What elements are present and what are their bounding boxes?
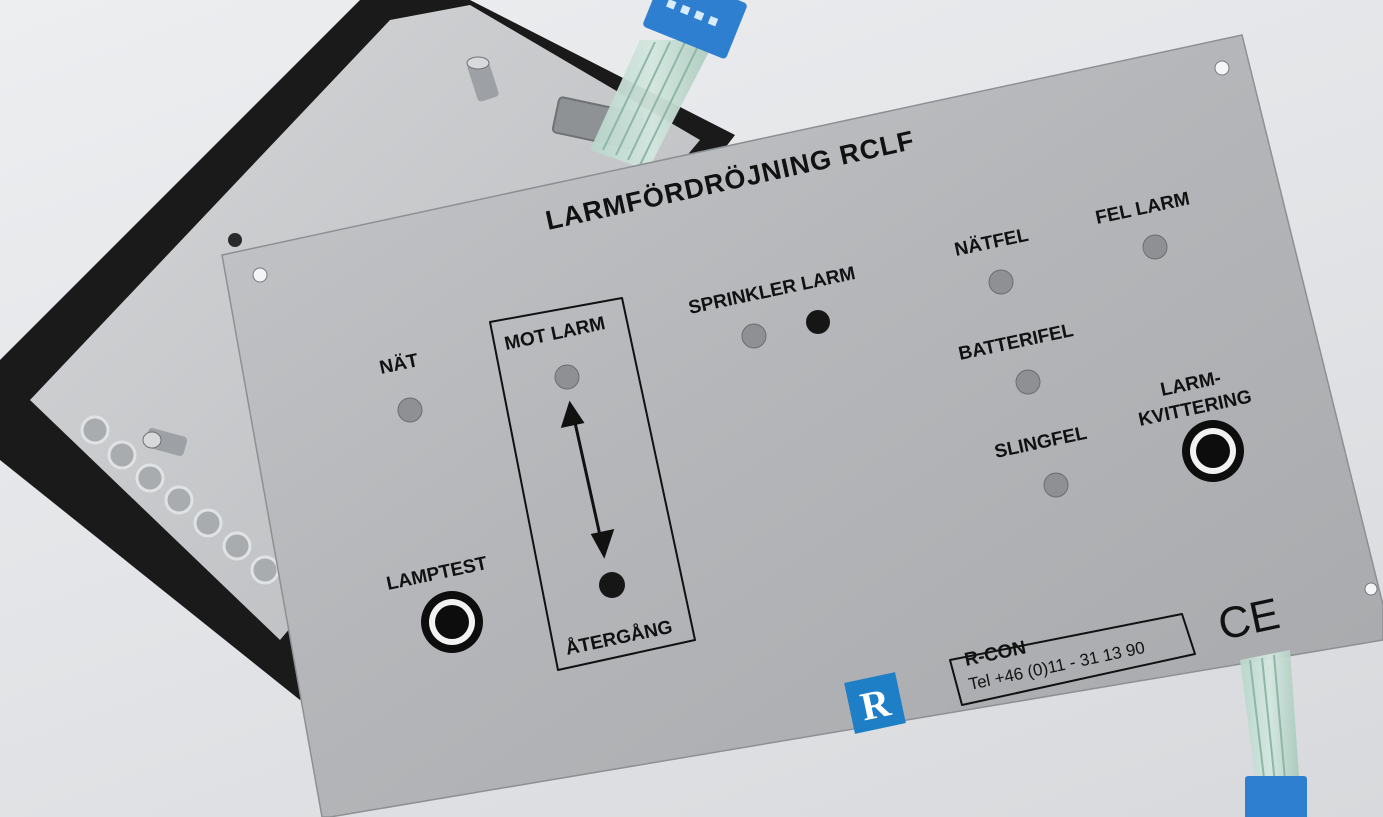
led-mot-larm xyxy=(554,364,580,390)
larm-kvittering-button[interactable] xyxy=(1182,420,1244,482)
top-ribbon-cable xyxy=(590,0,747,170)
mot-larm-frame xyxy=(489,297,696,671)
back-panel-screw-hole xyxy=(228,233,242,247)
led-sprinkler-1 xyxy=(741,323,767,349)
led-atergang xyxy=(599,572,625,598)
led-batterifel xyxy=(1015,369,1041,395)
front-panel: LARMFÖRDRÖJNING RCLF NÄT MOT LARM ÅTERGÅ… xyxy=(221,34,1383,817)
mounting-hole xyxy=(1364,582,1378,596)
led-natfel xyxy=(988,269,1014,295)
contact-frame xyxy=(949,613,1196,706)
lamptest-button[interactable] xyxy=(421,591,483,653)
standoff-left xyxy=(142,428,188,456)
back-panel-hole-row xyxy=(80,415,280,585)
mounting-hole xyxy=(1214,60,1230,76)
ribbon-connector-bottom xyxy=(1245,776,1307,817)
mounting-hole xyxy=(252,267,268,283)
front-panel-plate xyxy=(221,34,1383,817)
led-fel-larm xyxy=(1142,234,1168,260)
led-slingfel xyxy=(1043,472,1069,498)
r-con-logo: R xyxy=(844,672,906,734)
standoff-top xyxy=(466,56,499,102)
led-nat xyxy=(397,397,423,423)
double-arrow-icon xyxy=(560,400,615,559)
bottom-ribbon-cable xyxy=(1240,650,1307,817)
led-sprinkler-2 xyxy=(806,310,830,334)
